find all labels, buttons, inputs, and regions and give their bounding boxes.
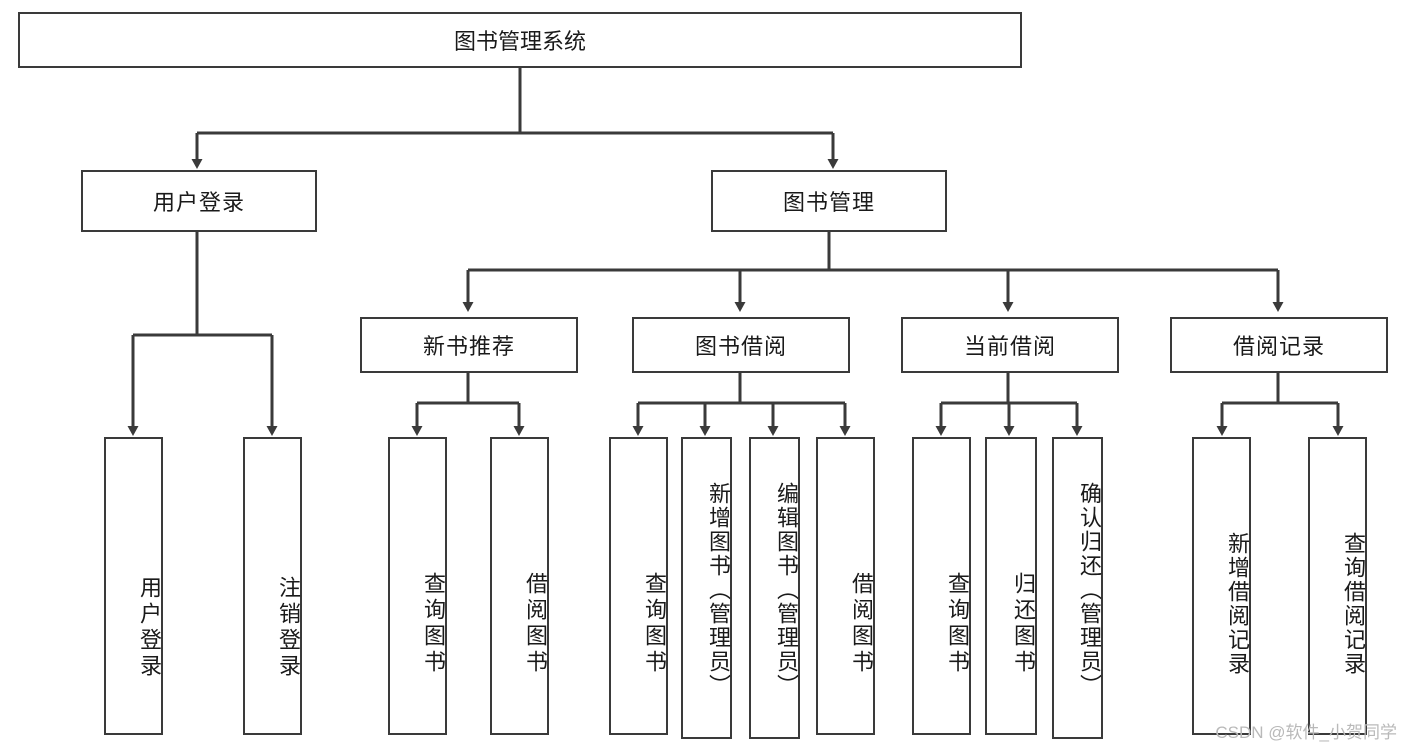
node-label: 图书管理 xyxy=(782,190,875,215)
node-label: 借阅记录 xyxy=(1232,334,1325,359)
node-label: 当前借阅 xyxy=(963,334,1056,359)
node-leaf-add-book-admin[interactable]: 新增图书（管理员） xyxy=(681,437,732,739)
node-leaf-return-book[interactable]: 归还图书 xyxy=(985,437,1037,735)
node-label: 查询图书 xyxy=(945,572,970,676)
node-user-login[interactable]: 用户登录 xyxy=(81,170,317,232)
node-new-book-recommend[interactable]: 新书推荐 xyxy=(360,317,578,373)
node-leaf-query-book-cb[interactable]: 查询图书 xyxy=(912,437,971,735)
node-leaf-edit-book-admin[interactable]: 编辑图书（管理员） xyxy=(749,437,800,739)
node-label: 新书推荐 xyxy=(422,334,515,359)
node-leaf-add-borrow-record[interactable]: 新增借阅记录 xyxy=(1192,437,1251,735)
node-label: 查询借阅记录 xyxy=(1341,532,1366,676)
node-label: 编辑图书（管理员） xyxy=(774,482,799,698)
node-label: 新增图书（管理员） xyxy=(706,482,731,698)
node-label: 确认归还（管理员） xyxy=(1077,482,1102,698)
node-leaf-query-borrow-record[interactable]: 查询借阅记录 xyxy=(1308,437,1367,735)
node-book-management[interactable]: 图书管理 xyxy=(711,170,947,232)
node-label: 图书管理系统 xyxy=(453,29,586,54)
node-label: 用户登录 xyxy=(152,190,245,215)
node-leaf-query-book-nb[interactable]: 查询图书 xyxy=(388,437,447,735)
node-label: 归还图书 xyxy=(1011,572,1036,676)
node-borrow-record[interactable]: 借阅记录 xyxy=(1170,317,1388,373)
node-leaf-logout[interactable]: 注销登录 xyxy=(243,437,302,735)
node-leaf-borrow-book-bb[interactable]: 借阅图书 xyxy=(816,437,875,735)
node-leaf-confirm-return-admin[interactable]: 确认归还（管理员） xyxy=(1052,437,1103,739)
node-current-borrow[interactable]: 当前借阅 xyxy=(901,317,1119,373)
node-leaf-user-login[interactable]: 用户登录 xyxy=(104,437,163,735)
node-label: 注销登录 xyxy=(276,576,301,680)
node-root-system[interactable]: 图书管理系统 xyxy=(18,12,1022,68)
node-leaf-query-book-bb[interactable]: 查询图书 xyxy=(609,437,668,735)
node-label: 用户登录 xyxy=(137,576,162,680)
node-label: 新增借阅记录 xyxy=(1225,532,1250,676)
node-label: 借阅图书 xyxy=(523,572,548,676)
node-label: 查询图书 xyxy=(642,572,667,676)
node-leaf-borrow-book-nb[interactable]: 借阅图书 xyxy=(490,437,549,735)
node-label: 图书借阅 xyxy=(694,334,787,359)
node-book-borrow[interactable]: 图书借阅 xyxy=(632,317,850,373)
node-label: 借阅图书 xyxy=(849,572,874,676)
node-label: 查询图书 xyxy=(421,572,446,676)
